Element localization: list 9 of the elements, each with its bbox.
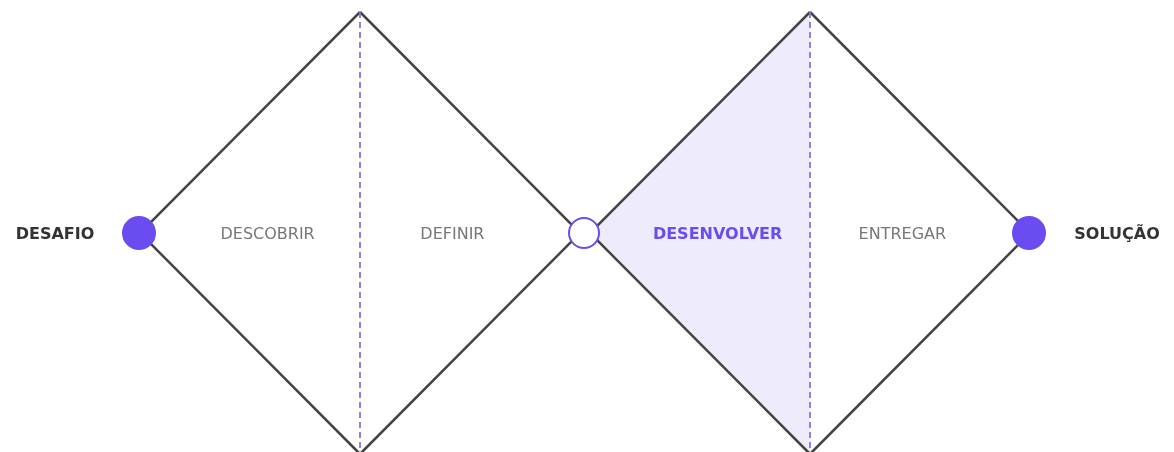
phase-label: ENTREGAR [858,223,947,243]
hollow-circle-marker [568,217,600,249]
circle-marker [1012,216,1046,250]
end-label: SOLUÇÃO [1074,223,1160,243]
phase-label: DEFINIR [420,223,485,243]
circle-marker [122,216,156,250]
phase-label: DESENVOLVER [652,223,783,243]
start-label: DESAFIO [15,223,95,243]
phase-label: DESCOBRIR [220,223,315,243]
